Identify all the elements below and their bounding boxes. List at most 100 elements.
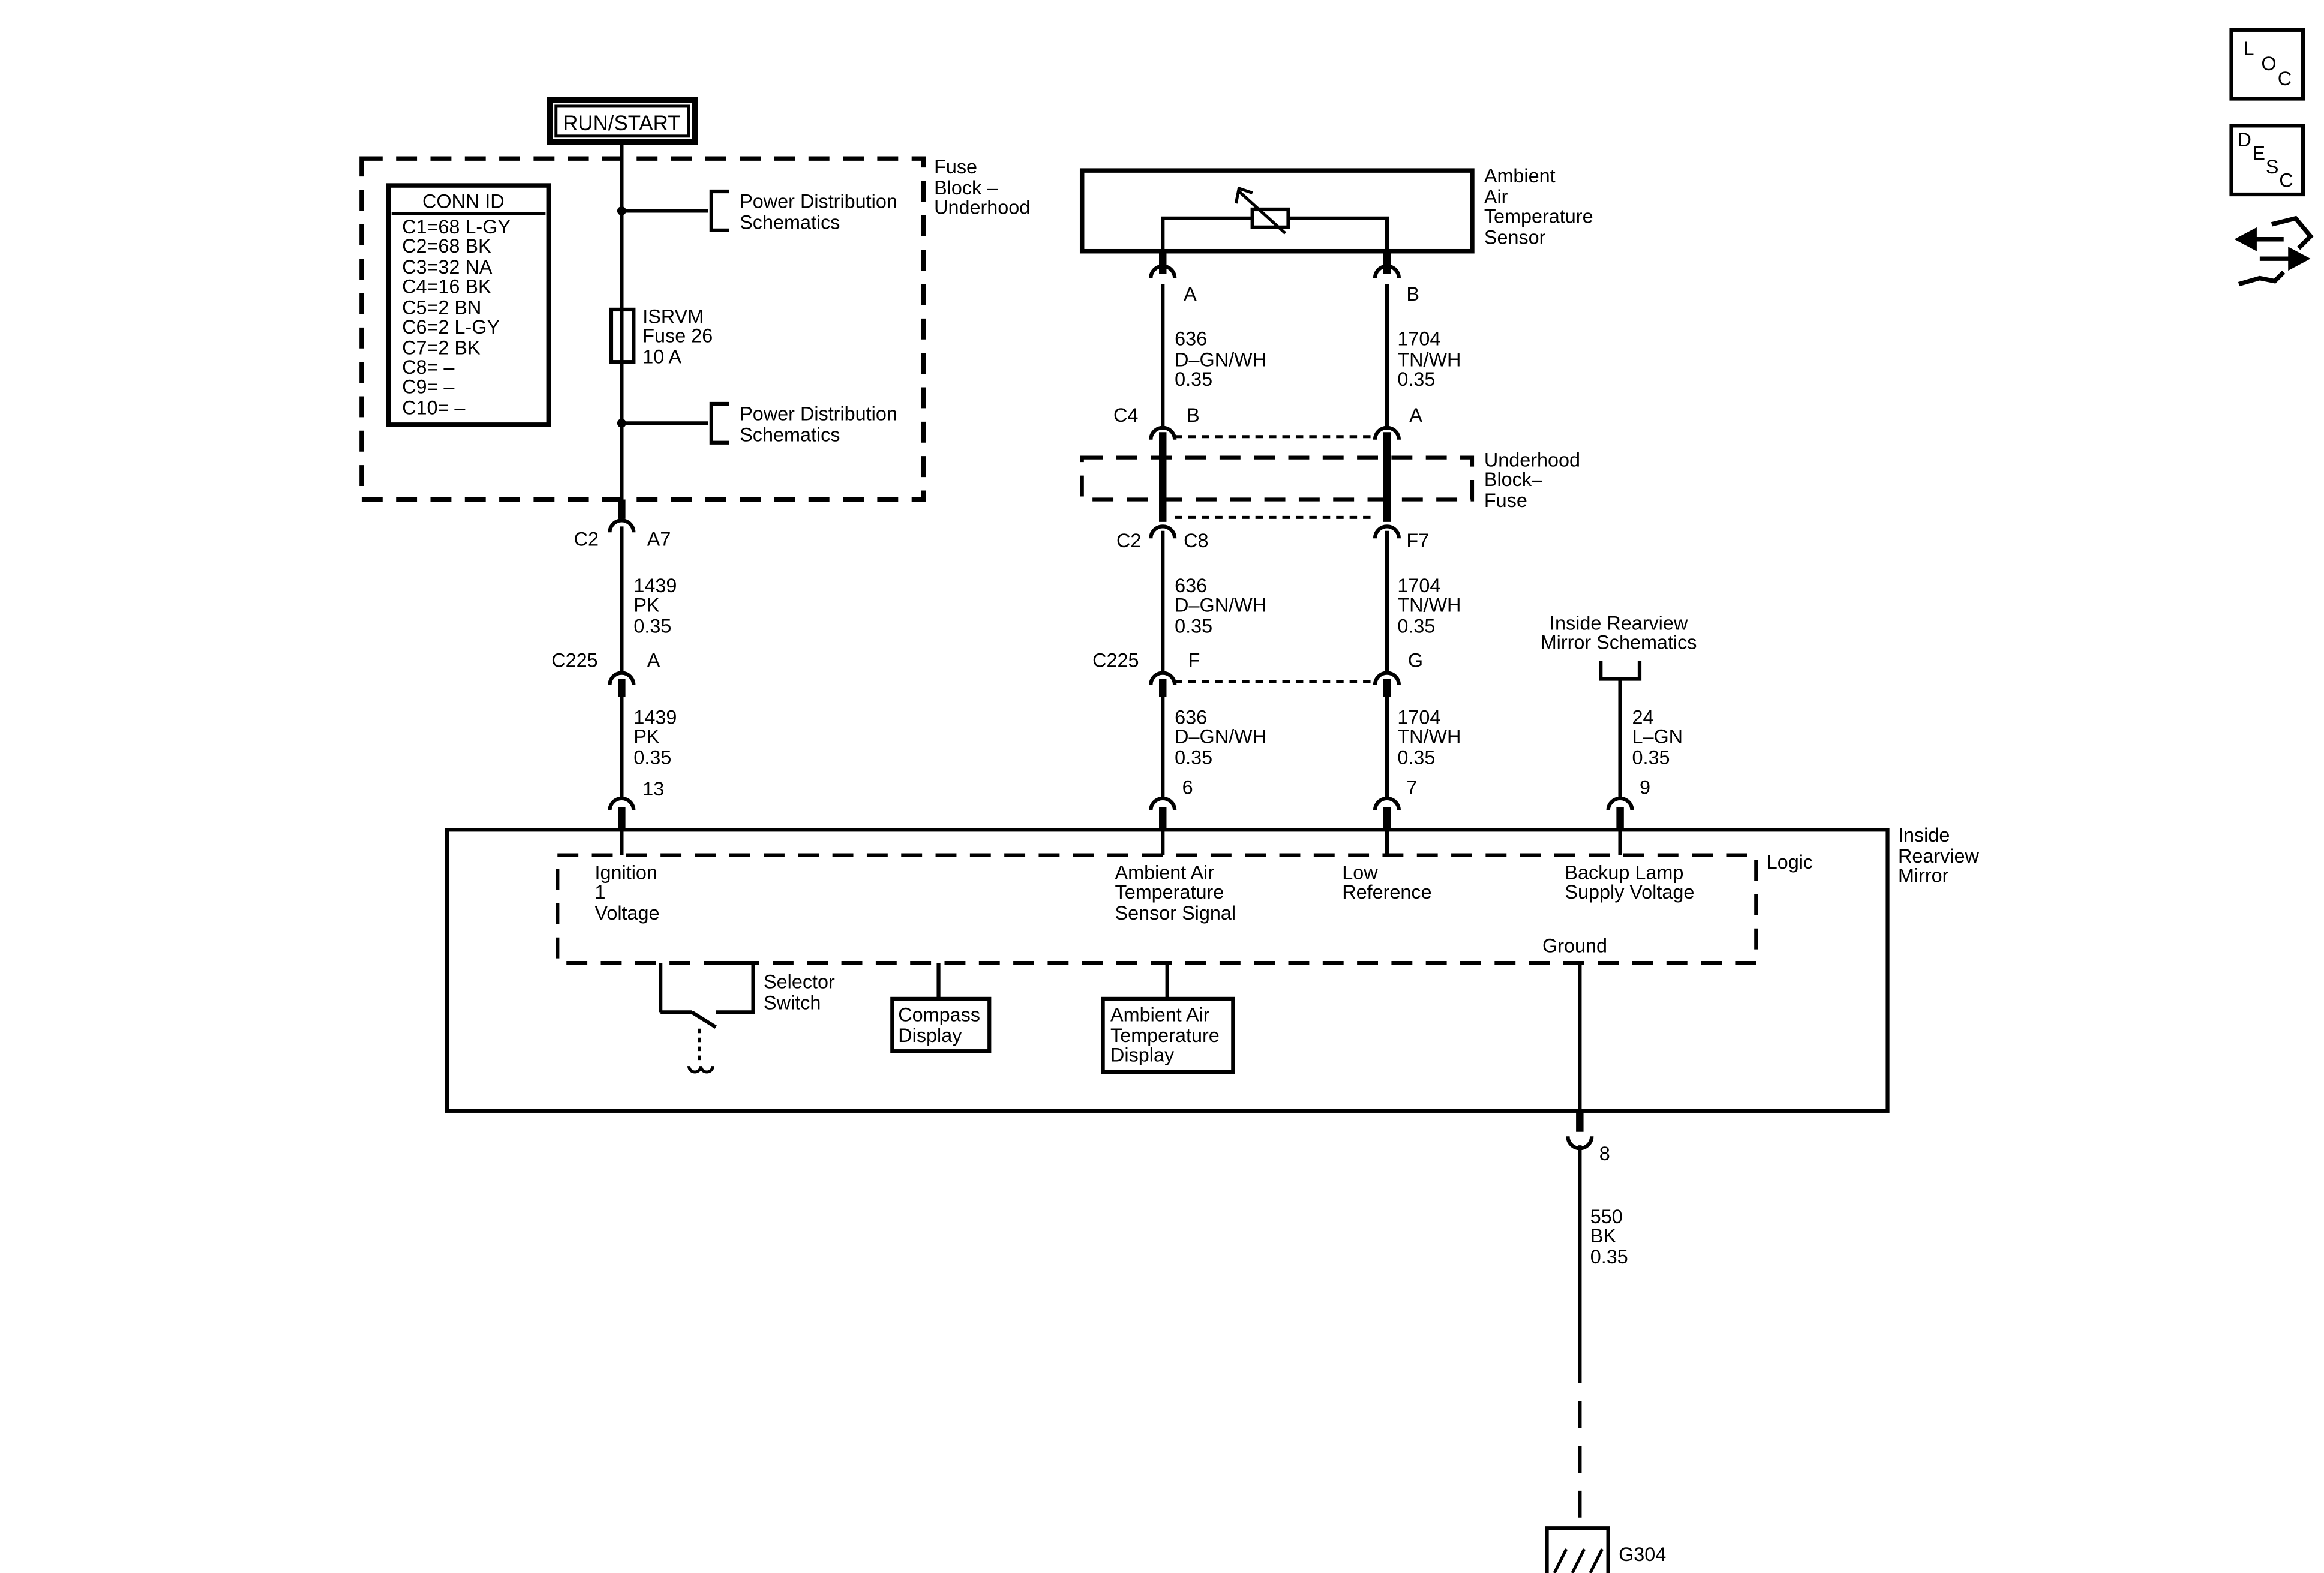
- ref-mirror-pin: 7: [1406, 776, 1417, 798]
- compass-label-2: Display: [898, 1025, 962, 1046]
- sig-wire1-size: 0.35: [1175, 368, 1212, 390]
- ref-wire3-size: 0.35: [1397, 747, 1435, 769]
- sig-wire1-circuit: 636: [1175, 328, 1207, 350]
- ground-input: Ground: [1542, 935, 1607, 957]
- underhood-block-fuse-outline: [1080, 455, 1475, 502]
- mirror-title-2: Rearview: [1898, 845, 1980, 867]
- compass-label-1: Compass: [898, 1004, 980, 1025]
- desc-button-icon[interactable]: D E S C: [2229, 124, 2305, 197]
- desc-letter-e: E: [2252, 143, 2265, 164]
- backup-input-1: Backup Lamp: [1565, 862, 1683, 884]
- ref-wire1-circuit: 1704: [1397, 328, 1440, 350]
- c225-mid-pin-reference: G: [1408, 650, 1423, 671]
- backup-wire-circuit: 24: [1632, 706, 1654, 728]
- sensor-title-1: Ambient: [1484, 165, 1556, 187]
- backup-lamp-circuit: Inside Rearview Mirror Schematics 24 L–G…: [1541, 612, 1697, 831]
- sig-wire1-color: D–GN/WH: [1175, 349, 1266, 371]
- backup-mirror-pin: 9: [1640, 776, 1650, 798]
- power-distribution-bottom-1: Power Distribution: [740, 403, 897, 424]
- ambient-display-label-2: Temperature: [1110, 1025, 1220, 1046]
- left-wire1-color: PK: [633, 594, 660, 616]
- sensor-pin-b: B: [1406, 283, 1419, 305]
- conn-id-row: C4=16 BK: [402, 276, 491, 298]
- fuse-block-title-1: Fuse: [934, 156, 977, 178]
- underhood-title-1: Underhood: [1484, 449, 1580, 471]
- left-wire1-circuit: 1439: [633, 575, 677, 596]
- fuse-block-title-2: Block –: [934, 177, 998, 199]
- conn-id-row: C7=2 BK: [402, 337, 481, 359]
- inside-rearview-mirror: Inside Rearview Mirror Logic Ignition 1 …: [445, 824, 1980, 1113]
- sig-wire3-size: 0.35: [1175, 747, 1212, 769]
- loc-letter-l: L: [2243, 38, 2254, 59]
- left-wire2-size: 0.35: [633, 747, 671, 769]
- power-distribution-top-2: Schematics: [740, 211, 840, 233]
- backup-source-1: Inside Rearview: [1550, 612, 1688, 634]
- conn-id-row: C6=2 L-GY: [402, 316, 500, 338]
- sig-wire3-color: D–GN/WH: [1175, 726, 1266, 748]
- desc-letter-d: D: [2238, 129, 2251, 151]
- underhood-title-3: Fuse: [1484, 490, 1527, 511]
- ambient-air-temperature-display: Ambient Air Temperature Display: [1101, 963, 1235, 1074]
- sig-wire3-circuit: 636: [1175, 706, 1207, 728]
- loc-letter-o: O: [2261, 53, 2276, 74]
- selector-label-2: Switch: [764, 992, 821, 1013]
- ref-wire3-circuit: 1704: [1397, 706, 1440, 728]
- c225-mid-pin-signal: F: [1188, 650, 1200, 671]
- ground-point-label: G304: [1619, 1544, 1666, 1565]
- ambient-signal-input-3: Sensor Signal: [1115, 902, 1236, 924]
- sensor-title-3: Temperature: [1484, 205, 1593, 227]
- ref-wire2-circuit: 1704: [1397, 575, 1440, 596]
- sensor-title-4: Sensor: [1484, 226, 1546, 248]
- conn-id-row: C2=68 BK: [402, 235, 491, 257]
- sensor-title-2: Air: [1484, 186, 1508, 208]
- conn-id-row: C1=68 L-GY: [402, 216, 511, 238]
- loc-letter-c: C: [2278, 68, 2292, 89]
- backup-wire-size: 0.35: [1632, 747, 1670, 769]
- ground-wire-size: 0.35: [1590, 1246, 1628, 1268]
- selector-label-1: Selector: [764, 971, 835, 992]
- left-wire1-size: 0.35: [633, 615, 671, 637]
- ref-wire1-color: TN/WH: [1397, 349, 1461, 371]
- ignition-input-3: Voltage: [595, 902, 660, 924]
- conn-id-row: C10= –: [402, 397, 465, 418]
- conn-id-row: C5=2 BN: [402, 296, 481, 318]
- ambient-display-label-1: Ambient Air: [1110, 1004, 1210, 1025]
- ignition-input-2: 1: [595, 881, 606, 903]
- c2-mid-pin-reference: F7: [1406, 530, 1429, 551]
- desc-letter-c: C: [2279, 170, 2293, 191]
- ref-wire3-color: TN/WH: [1397, 726, 1461, 748]
- ref-wire2-color: TN/WH: [1397, 594, 1461, 616]
- ground-pin: 8: [1599, 1143, 1610, 1164]
- sensor-pin-a: A: [1184, 283, 1197, 305]
- c4-pin-signal: B: [1187, 404, 1200, 426]
- low-reference-input-1: Low: [1342, 862, 1378, 884]
- sensor-reference-circuit: 1704 TN/WH 0.35 1704 TN/WH 0.35 1704 TN/…: [1373, 284, 1461, 831]
- run-start-source: RUN/START: [547, 97, 698, 145]
- c2-mid-pin-signal: C8: [1184, 530, 1208, 551]
- c4-pin-reference: A: [1409, 404, 1422, 426]
- loc-button-icon[interactable]: L O C: [2229, 28, 2305, 101]
- c225-mid-conn: C225: [1092, 650, 1139, 671]
- ambient-display-label-3: Display: [1110, 1044, 1175, 1066]
- connector-pinout-icon[interactable]: [2234, 215, 2314, 287]
- left-c2-conn: C2: [574, 529, 599, 550]
- ground-wire-color: BK: [1590, 1225, 1617, 1247]
- sensor-signal-circuit: 636 D–GN/WH 0.35 636 D–GN/WH 0.35 636 D–…: [1149, 284, 1266, 831]
- compass-display: Compass Display: [890, 963, 992, 1053]
- conn-id-header: CONN ID: [422, 190, 505, 212]
- left-wire2-color: PK: [633, 726, 660, 748]
- ignition-input-1: Ignition: [595, 862, 657, 884]
- logic-label: Logic: [1767, 851, 1813, 873]
- mid-connectors: C4 B A Underhood Block– Fuse C2 C8 F7 C2…: [1080, 404, 1580, 684]
- desc-letter-s: S: [2266, 156, 2279, 178]
- left-wire2-circuit: 1439: [633, 706, 677, 728]
- ambient-signal-input-1: Ambient Air: [1115, 862, 1215, 884]
- power-distribution-top-1: Power Distribution: [740, 190, 897, 212]
- backup-wire-color: L–GN: [1632, 726, 1683, 748]
- low-reference-input-2: Reference: [1342, 881, 1431, 903]
- fuse-block-title-3: Underhood: [934, 196, 1030, 218]
- thermistor-symbol: [1250, 207, 1290, 229]
- left-c2-pin: A7: [647, 529, 671, 550]
- conn-id-row: C3=32 NA: [402, 256, 493, 278]
